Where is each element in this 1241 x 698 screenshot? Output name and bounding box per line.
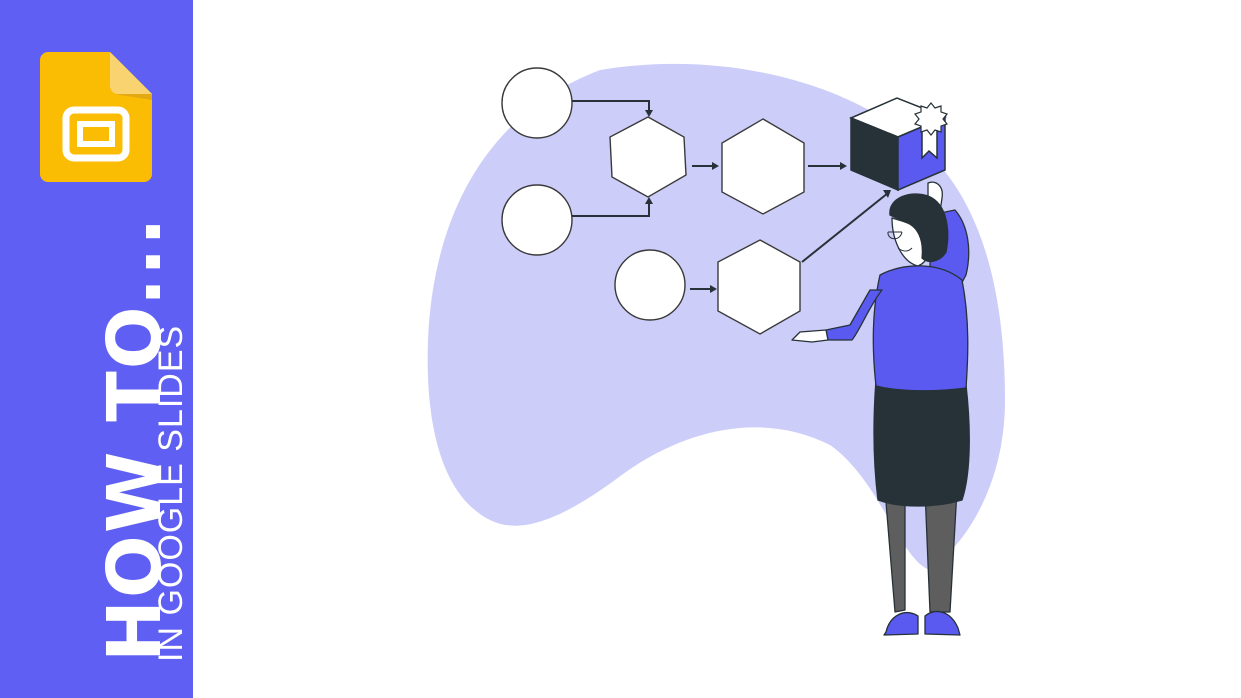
sidebar: HOW TO... IN GOOGLE SLIDES [0,0,193,698]
award-cube [849,97,949,192]
flow-hexagon-1 [609,116,687,198]
flow-hexagon-3 [717,239,801,335]
woman-figure [791,181,970,636]
background-blob [427,63,1006,570]
flow-circle-3 [614,249,686,321]
flow-hexagon-2 [721,118,805,215]
flow-circle-1 [501,67,573,139]
flow-circle-2 [501,184,573,256]
google-slides-icon [40,52,152,182]
